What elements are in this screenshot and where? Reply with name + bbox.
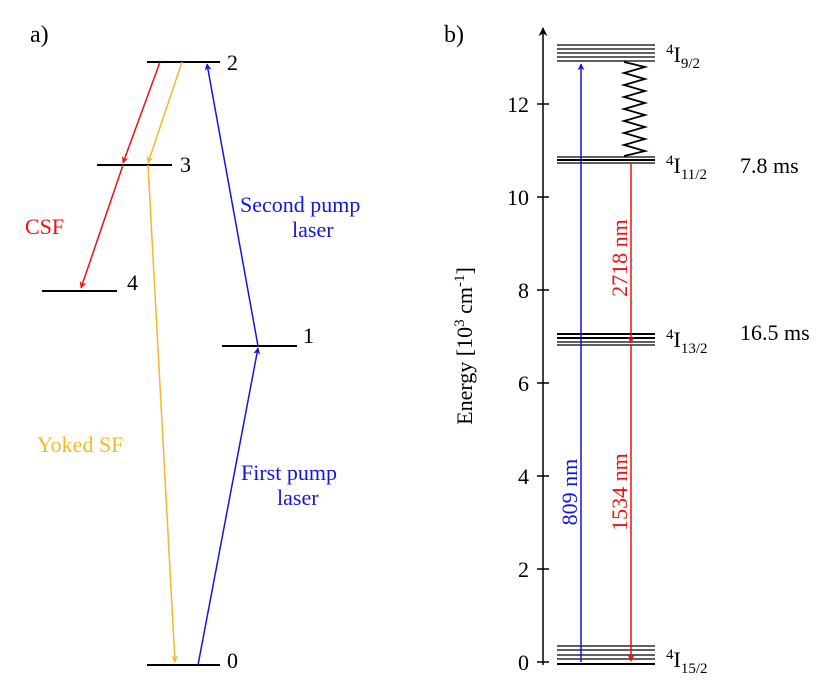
csf-label: CSF (25, 214, 64, 239)
second-pump-label-line1: Second pump (240, 192, 360, 217)
yoked-arrow-3-to-0 (147, 164, 179, 663)
level-0-label: 0 (227, 648, 238, 673)
y-tick-label: 4 (518, 464, 529, 489)
yoked-sf-label: Yoked SF (37, 432, 123, 457)
second-pump-arrow (204, 63, 259, 347)
first-pump-arrow (197, 347, 261, 666)
term-4I11-2: 4I11/2 (666, 153, 707, 183)
y-tick-label: 2 (518, 557, 529, 582)
panel-b: b) 0 2 4 6 8 10 12 Energy [103 cm-1] (444, 22, 810, 677)
y-axis-ticks: 0 2 4 6 8 10 12 (507, 92, 549, 675)
y-tick-label: 6 (518, 371, 529, 396)
level-4I11-2-manifold (557, 156, 655, 164)
first-pump-label-line1: First pump (241, 460, 337, 485)
level-2-label: 2 (227, 50, 238, 75)
lifetime-4I11-2: 7.8 ms (740, 153, 799, 178)
level-3-label: 3 (180, 152, 191, 177)
pump-809-label: 809 nm (557, 459, 582, 526)
nonradiative-decay-zigzag (620, 61, 649, 157)
level-1-label: 1 (303, 323, 314, 348)
y-tick-label: 8 (518, 278, 529, 303)
lifetime-4I13-2: 16.5 ms (740, 320, 810, 345)
csf-arrow-3-to-4 (79, 164, 124, 289)
second-pump-label-line2: laser (292, 217, 334, 242)
level-4I9-2-manifold (557, 44, 655, 62)
term-4I9-2: 4I9/2 (666, 42, 700, 72)
y-tick-label: 0 (518, 650, 529, 675)
panel-a-label: a) (30, 22, 49, 48)
emit-1534-label: 1534 nm (607, 453, 632, 531)
y-tick-label: 12 (507, 92, 529, 117)
panel-b-label: b) (444, 22, 464, 48)
panel-a: a) 2 3 4 1 0 CSF Yoked SF First pump las… (25, 22, 360, 673)
level-4I13-2-manifold (557, 333, 655, 346)
level-4I15-2-manifold (557, 645, 655, 665)
emit-2718-label: 2718 nm (607, 219, 632, 297)
csf-arrow-2-to-3 (121, 61, 161, 164)
first-pump-label-line2: laser (277, 485, 319, 510)
level-4-label: 4 (127, 270, 138, 295)
term-4I13-2: 4I13/2 (666, 327, 708, 357)
y-axis-label: Energy [103 cm-1] (452, 267, 477, 425)
term-4I15-2: 4I15/2 (666, 647, 708, 677)
yoked-arrow-2-to-3 (146, 61, 183, 164)
y-tick-label: 10 (507, 185, 529, 210)
